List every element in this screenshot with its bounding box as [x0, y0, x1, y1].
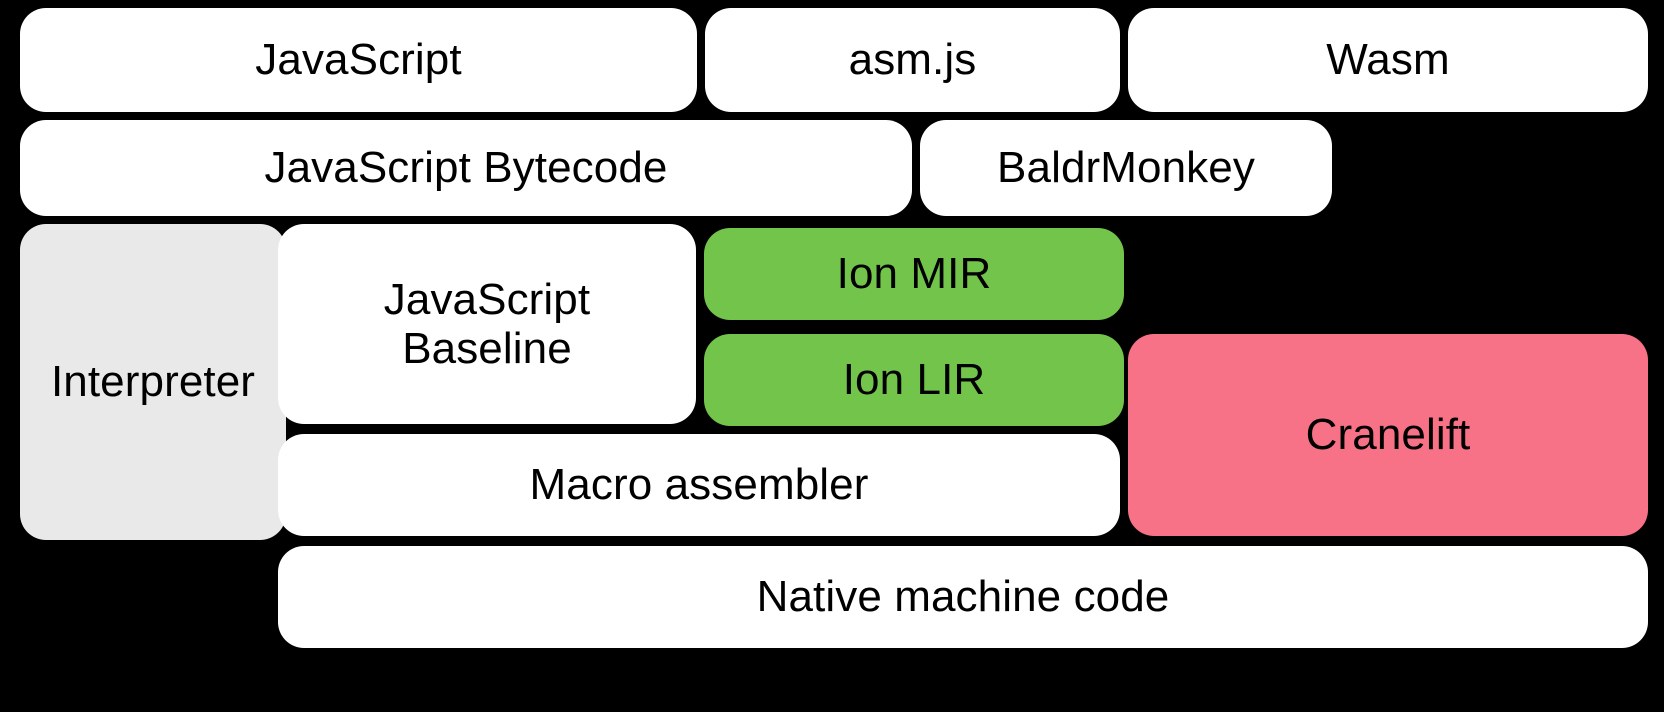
- diagram-node-javascript: JavaScript: [20, 8, 697, 112]
- diagram-node-ion-mir: Ion MIR: [704, 228, 1124, 320]
- diagram-node-native-machine-code: Native machine code: [278, 546, 1648, 648]
- diagram-node-cranelift: Cranelift: [1128, 334, 1648, 536]
- diagram-node-asmjs: asm.js: [705, 8, 1120, 112]
- diagram-node-interpreter: Interpreter: [20, 224, 286, 540]
- diagram-node-wasm: Wasm: [1128, 8, 1648, 112]
- diagram-node-macro-assembler: Macro assembler: [278, 434, 1120, 536]
- diagram-node-baldrmonkey: BaldrMonkey: [920, 120, 1332, 216]
- diagram-node-js-baseline: JavaScript Baseline: [278, 224, 696, 424]
- diagram-node-js-bytecode: JavaScript Bytecode: [20, 120, 912, 216]
- diagram-node-ion-lir: Ion LIR: [704, 334, 1124, 426]
